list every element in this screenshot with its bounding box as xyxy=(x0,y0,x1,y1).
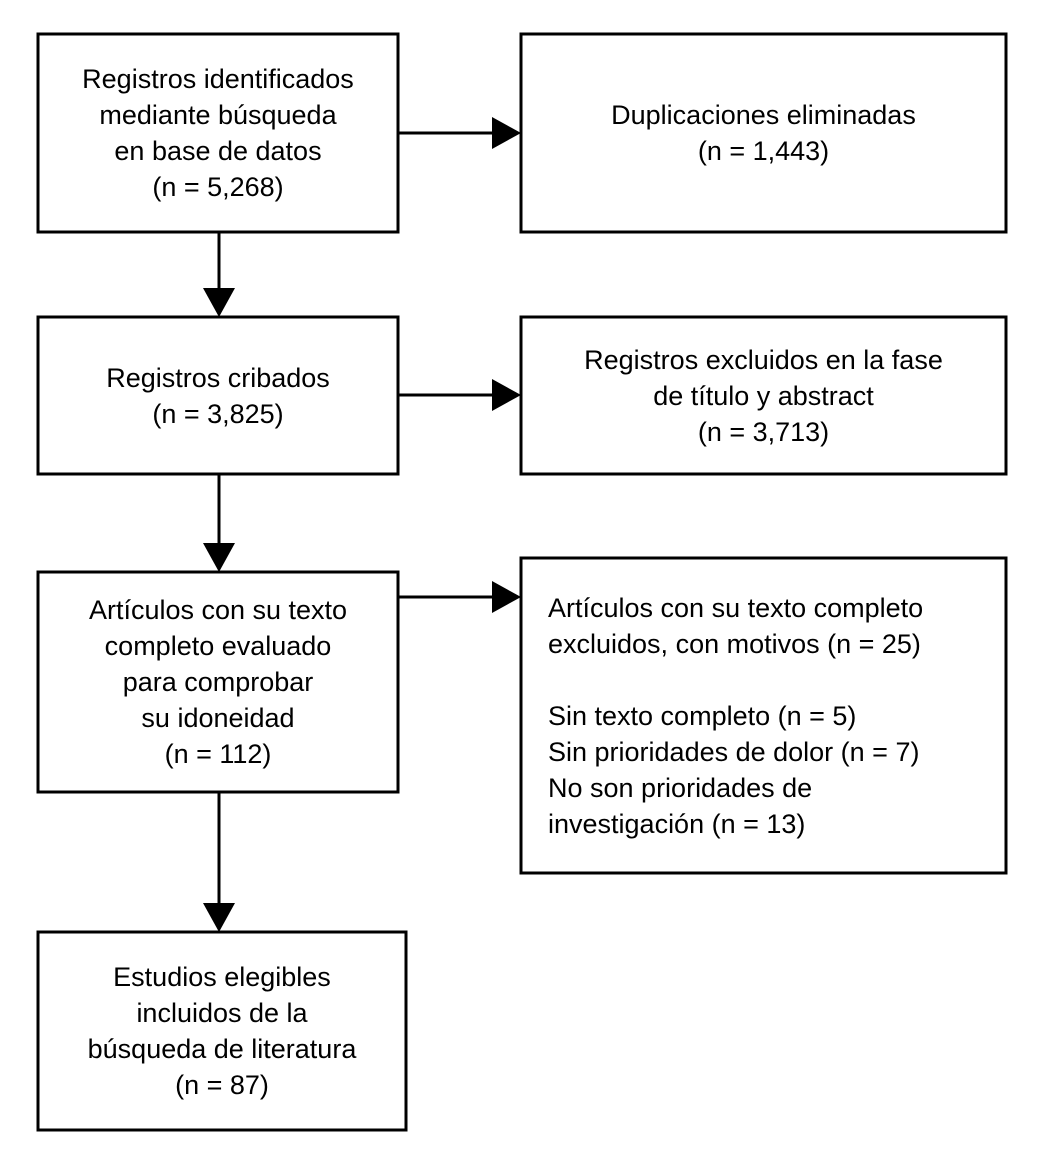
label-line: (n = 3,713) xyxy=(697,416,830,447)
label-records-identified: Registros identificados mediante búsqued… xyxy=(38,34,398,232)
label-line: Registros cribados xyxy=(106,362,330,393)
label-records-screened: Registros cribados (n = 3,825) xyxy=(38,317,398,474)
label-line: Sin prioridades de dolor (n = 7) xyxy=(548,736,920,767)
box-records-identified xyxy=(36,32,400,234)
box-records-screened xyxy=(36,315,400,476)
label-studies-included: Estudios elegibles incluidos de la búsqu… xyxy=(38,932,406,1130)
label-line: (n = 3,825) xyxy=(152,398,284,429)
label-line: Artículos con su texto completo xyxy=(548,592,924,623)
arrow-head-to-assessed xyxy=(203,543,235,572)
label-line: búsqueda de literatura xyxy=(87,1034,357,1064)
label-line: de título y abstract xyxy=(653,380,874,411)
label-line: (n = 87) xyxy=(175,1070,269,1100)
label-line: investigación (n = 13) xyxy=(548,808,806,839)
label-line: mediante búsqueda xyxy=(99,100,337,130)
box-records-excluded-title-abstract xyxy=(519,315,1008,476)
label-records-excluded-title-abstract: Registros excluidos en la fase de título… xyxy=(521,317,1006,474)
label-line: No son prioridades de xyxy=(548,772,813,803)
label-line: en base de datos xyxy=(114,136,322,166)
label-duplicates-removed: Duplicaciones eliminadas (n = 1,443) xyxy=(521,34,1006,232)
arrow-head-to-excluded-reasons xyxy=(492,581,521,613)
label-fulltext-assessed: Artículos con su texto completo evaluado… xyxy=(38,572,398,792)
arrow-head-to-duplicates xyxy=(492,117,521,149)
box-fulltext-assessed xyxy=(36,570,400,794)
label-line: excluidos, con motivos (n = 25) xyxy=(548,628,921,659)
box-fulltext-excluded-reasons xyxy=(519,556,1008,875)
arrow-head-to-included xyxy=(203,903,235,932)
label-fulltext-excluded-reasons: Artículos con su texto completo excluido… xyxy=(521,558,1006,873)
label-line: Estudios elegibles xyxy=(113,962,331,992)
box-duplicates-removed xyxy=(519,32,1008,234)
label-line: completo evaluado xyxy=(104,631,332,661)
arrow-head-to-excluded xyxy=(492,379,521,411)
arrow-head-to-screened xyxy=(203,288,235,317)
label-line: Artículos con su texto xyxy=(88,595,348,625)
label-line: (n = 1,443) xyxy=(697,136,830,166)
label-line: Registros excluidos en la fase xyxy=(584,344,943,375)
label-line: (n = 112) xyxy=(164,739,272,769)
label-line: Duplicaciones eliminadas xyxy=(611,100,916,130)
label-line: incluidos de la xyxy=(136,998,308,1028)
label-line: Sin texto completo (n = 5) xyxy=(548,700,857,731)
box-studies-included xyxy=(36,930,408,1132)
label-line: su idoneidad xyxy=(141,703,295,733)
label-line: (n = 5,268) xyxy=(152,172,284,202)
label-line: Registros identificados xyxy=(82,64,354,94)
label-line: para comprobar xyxy=(122,667,314,697)
